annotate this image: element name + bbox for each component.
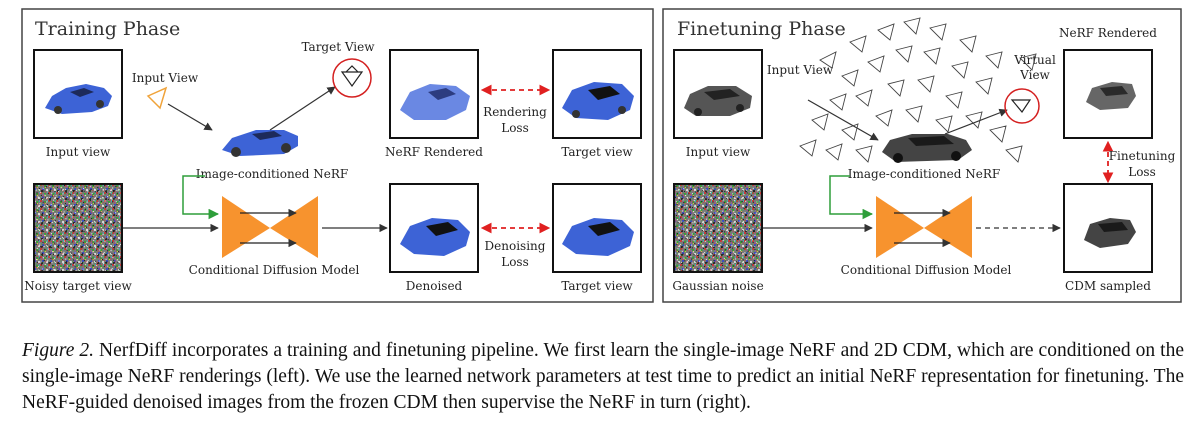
training-target-view-caption-2: Target view [561, 279, 633, 293]
training-target-view-label: Target View [301, 40, 375, 54]
blurry-car-icon [400, 84, 470, 120]
pipeline-figure: Training Phase Input view Input View Tar… [21, 8, 1182, 303]
training-input-view-label: Input View [132, 71, 199, 85]
finetuning-loss-label-1: Finetuning [1109, 149, 1176, 163]
noisy-target-view-caption: Noisy target view [24, 279, 132, 293]
cdm-sampled-caption: CDM sampled [1065, 279, 1151, 293]
training-cdm-label: Conditional Diffusion Model [189, 263, 360, 277]
training-target-view-caption-1: Target view [561, 145, 633, 159]
finetuning-input-view-caption: Input view [686, 145, 751, 159]
sampled-gray-car-icon [1084, 218, 1136, 248]
finetuning-panel: Finetuning Phase Input view Input View [662, 8, 1182, 303]
training-input-view-caption: Input view [46, 145, 111, 159]
target-camera-icon [340, 65, 364, 88]
nerf-car-icon [222, 130, 298, 157]
rendering-loss-label-2: Loss [501, 121, 529, 135]
input-to-nerf-arrow [167, 103, 213, 131]
rendering-loss-label-1: Rendering [483, 105, 547, 119]
target-car-icon-1 [562, 82, 634, 120]
caption-text: NerfDiff incorporates a training and fin… [22, 340, 1184, 413]
target-view-circle [332, 58, 372, 98]
training-condition-arrow [182, 175, 220, 220]
finetuning-title: Finetuning Phase [677, 18, 846, 40]
training-image-nerf-label: Image-conditioned NeRF [196, 167, 348, 181]
finetuning-to-virtual-arrow [944, 108, 1008, 135]
camera-cloud-icon [799, 17, 1037, 163]
denoised-car-icon [400, 218, 470, 256]
finetuning-image-nerf-label: Image-conditioned NeRF [848, 167, 1000, 181]
training-input-view-image [33, 49, 123, 139]
finetuning-cdm-icon [876, 196, 972, 258]
finetuning-nerf-car-icon [882, 134, 972, 163]
blurry-gray-car-icon [1086, 82, 1136, 110]
training-panel: Training Phase Input view Input View Tar… [21, 8, 654, 303]
training-cdm-icon [222, 196, 318, 258]
virtual-view-label-2: View [1019, 68, 1050, 82]
figure-caption: Figure 2. NerfDiff incorporates a traini… [22, 338, 1184, 416]
nerf-to-target-arrow [269, 86, 336, 131]
virtual-view-circle [1004, 88, 1040, 124]
finetuning-nerf-rendered-label: NeRF Rendered [1059, 26, 1157, 40]
denoising-loss-label-1: Denoising [485, 239, 546, 253]
denoised-caption: Denoised [406, 279, 463, 293]
input-camera-icon [146, 86, 168, 110]
caption-prefix: Figure 2. [22, 340, 95, 361]
virtual-view-label-1: Virtual [1013, 53, 1056, 67]
gray-car-icon [684, 86, 752, 116]
finetuning-input-view-label: Input View [767, 63, 834, 77]
training-title: Training Phase [35, 18, 180, 40]
target-car-icon-2 [562, 218, 634, 256]
finetuning-cdm-label: Conditional Diffusion Model [841, 263, 1012, 277]
training-nerf-rendered-caption: NeRF Rendered [385, 145, 483, 159]
gaussian-noise-caption: Gaussian noise [672, 279, 763, 293]
blue-car-icon [45, 84, 112, 114]
finetuning-input-arrow [807, 99, 879, 141]
virtual-camera-icon [1010, 99, 1032, 114]
denoising-loss-label-2: Loss [501, 255, 529, 269]
finetuning-condition-arrow [829, 175, 874, 220]
finetuning-loss-label-2: Loss [1128, 165, 1156, 179]
